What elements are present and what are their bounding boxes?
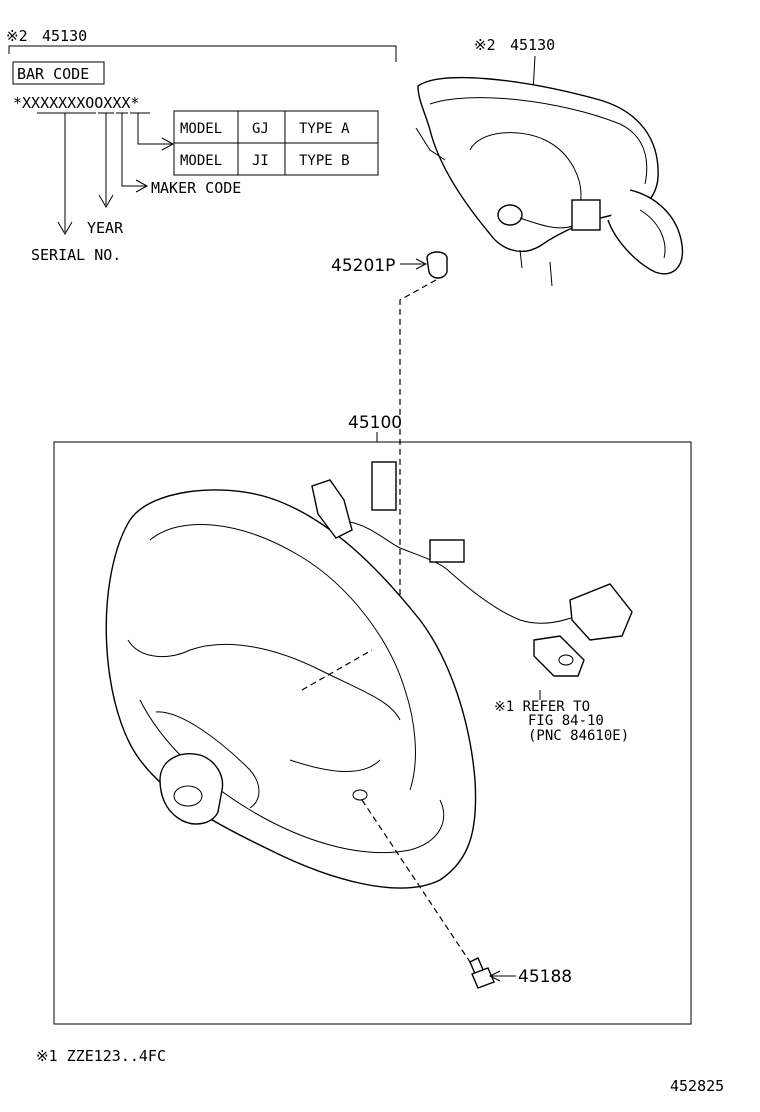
- wheel-spoke-lower-edge: [289, 759, 381, 772]
- model-table: MODEL GJ TYPE A MODEL JI TYPE B: [173, 110, 379, 176]
- nut-part-number: 45201P: [331, 256, 395, 276]
- footnote: ※1 ZZE123..4FC: [36, 1047, 166, 1065]
- maker-code-label: MAKER CODE: [151, 179, 241, 197]
- airbag-connector: [497, 204, 523, 226]
- wheel-spoke-upper: [127, 639, 401, 721]
- airbag-note-mark: ※2: [474, 36, 496, 54]
- bolt-head: [471, 967, 495, 989]
- wheel-switch-screw: [558, 654, 574, 666]
- airbag-side-tab-inner: [639, 209, 666, 259]
- airbag-left-bracket: [415, 127, 446, 161]
- bolt-drawing: [469, 957, 495, 989]
- wheel-lower-spoke: [155, 711, 260, 809]
- model-leader: [137, 113, 172, 145]
- airbag-assembly-drawing: [415, 76, 684, 287]
- wheel-center-dashed: [301, 649, 373, 691]
- wheel-switch-left: [311, 479, 353, 539]
- bolt-dashed-path: [361, 799, 471, 963]
- wheel-connector-mid: [429, 539, 465, 563]
- serial-label: SERIAL NO.: [31, 246, 121, 264]
- airbag-part-number: 45130: [510, 36, 555, 54]
- model-row2-type: TYPE B: [299, 153, 350, 169]
- wheel-switch-right: [569, 583, 633, 641]
- wheel-connector-top: [371, 461, 397, 511]
- maker-leader: [121, 113, 146, 187]
- airbag-squib-plug: [571, 199, 601, 231]
- wheel-assembly-frame: [53, 441, 692, 1025]
- barcode-label: BAR CODE: [17, 65, 89, 83]
- steering-wheel-drawing: [105, 461, 633, 889]
- airbag-cover-rim: [429, 97, 648, 185]
- airbag-inflator-edge: [469, 132, 582, 206]
- nut-drawing: [426, 251, 448, 279]
- serial-arrowhead: [57, 221, 73, 235]
- model-row1-model: MODEL: [180, 121, 222, 137]
- model-arrowhead: [161, 137, 175, 151]
- year-arrowhead: [98, 194, 114, 208]
- header-note-mark: ※2: [6, 27, 28, 45]
- refer-line-2: FIG 84-10: [528, 713, 604, 729]
- wheel-switch-lower: [533, 635, 585, 677]
- airbag-pin-2: [549, 261, 553, 287]
- airbag-pin-1: [519, 249, 523, 269]
- model-row2-code: JI: [252, 153, 269, 169]
- refer-line-3: (PNC 84610E): [528, 728, 629, 744]
- model-row1-type: TYPE A: [299, 121, 350, 137]
- wheel-hub-bore: [173, 785, 203, 807]
- wheel-part-number: 45100: [348, 413, 402, 433]
- barcode-label-box: [12, 61, 105, 85]
- wheel-outer-rim: [105, 489, 477, 889]
- nut-arrowhead: [415, 258, 428, 270]
- wheel-hub-boss: [159, 753, 224, 825]
- model-row1-code: GJ: [252, 121, 269, 137]
- maker-arrowhead: [135, 179, 149, 193]
- refer-line-1: ※1 REFER TO: [494, 699, 590, 715]
- bolt-arrowhead: [488, 970, 501, 982]
- wheel-screw-hole: [352, 789, 368, 801]
- wheel-inner-rim-upper: [149, 523, 416, 791]
- barcode-pattern: *XXXXXXXOOXXX*: [13, 94, 139, 112]
- bolt-part-number: 45188: [518, 967, 572, 987]
- header-part-number: 45130: [42, 27, 87, 45]
- figure-number: 452825: [670, 1077, 724, 1095]
- airbag-side-tab: [607, 189, 684, 275]
- model-row2-model: MODEL: [180, 153, 222, 169]
- header-bracket: [8, 45, 397, 62]
- nut-body: [426, 257, 448, 279]
- year-label: YEAR: [87, 219, 124, 237]
- nut-dashed-path: [399, 279, 437, 618]
